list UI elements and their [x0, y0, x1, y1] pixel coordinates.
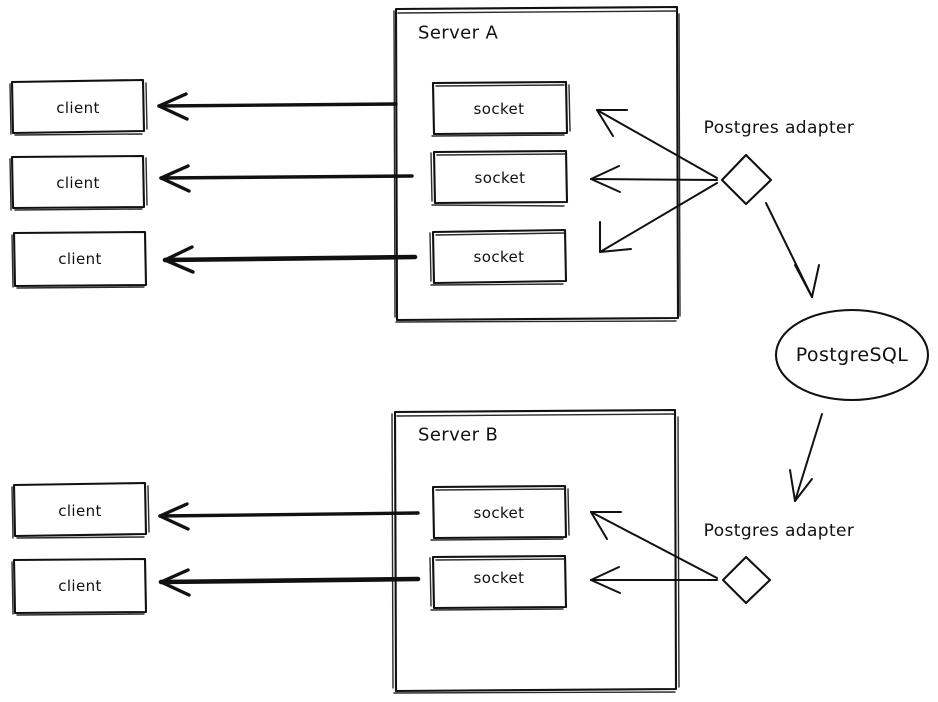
arrow-adapter-a-to-database	[765, 202, 820, 298]
arrow-database-to-adapter-b	[789, 413, 823, 502]
server-a-label: Server A	[418, 22, 499, 44]
arrow-adapter-to-socket-b2	[590, 566, 718, 594]
adapter-b-label: Postgres adapter	[703, 521, 855, 541]
server-a-socket-1-label: socket	[473, 100, 525, 118]
server-a-socket-3-label: socket	[473, 248, 525, 266]
server-a-container	[393, 5, 681, 323]
client-box-4[interactable]	[11, 481, 150, 539]
database-ellipse[interactable]	[774, 308, 930, 402]
server-b-label: Server B	[418, 424, 499, 446]
arrow-socket-to-client-a1	[157, 92, 398, 121]
client-box-3-label: client	[58, 250, 102, 268]
client-box-4-label: client	[58, 502, 102, 520]
client-box-1[interactable]	[9, 78, 148, 136]
client-box-2-label: client	[56, 174, 100, 192]
server-b-socket-2[interactable]	[429, 554, 568, 611]
arrow-adapter-to-socket-b1	[590, 511, 718, 579]
server-a-socket-3[interactable]	[429, 228, 568, 286]
server-a-socket-1[interactable]	[431, 80, 571, 137]
adapter-a-diamond[interactable]	[720, 153, 773, 206]
adapter-a-label: Postgres adapter	[703, 118, 855, 138]
arrow-adapter-to-socket-a1	[596, 109, 718, 179]
client-box-2[interactable]	[9, 154, 148, 211]
arrow-socket-to-client-b1	[158, 502, 420, 531]
adapter-b-diamond[interactable]	[721, 555, 772, 605]
server-a-socket-2[interactable]	[430, 149, 569, 207]
server-b-socket-2-label: socket	[473, 569, 525, 587]
client-box-1-label: client	[56, 99, 100, 117]
server-b-container	[391, 408, 680, 694]
client-box-5[interactable]	[11, 557, 148, 616]
arrow-adapter-to-socket-a3	[599, 182, 718, 253]
database-label: PostgreSQL	[795, 344, 909, 366]
client-box-5-label: client	[58, 577, 102, 595]
arrow-socket-to-client-b2	[158, 568, 421, 597]
arrow-adapter-to-socket-a2	[590, 165, 718, 193]
arrow-socket-to-client-a3	[162, 245, 418, 274]
client-box-3[interactable]	[11, 230, 148, 289]
server-b-socket-1[interactable]	[430, 484, 570, 541]
server-a-socket-2-label: socket	[474, 169, 526, 187]
arrow-socket-to-client-a2	[159, 164, 414, 193]
server-b-socket-1-label: socket	[473, 504, 525, 522]
